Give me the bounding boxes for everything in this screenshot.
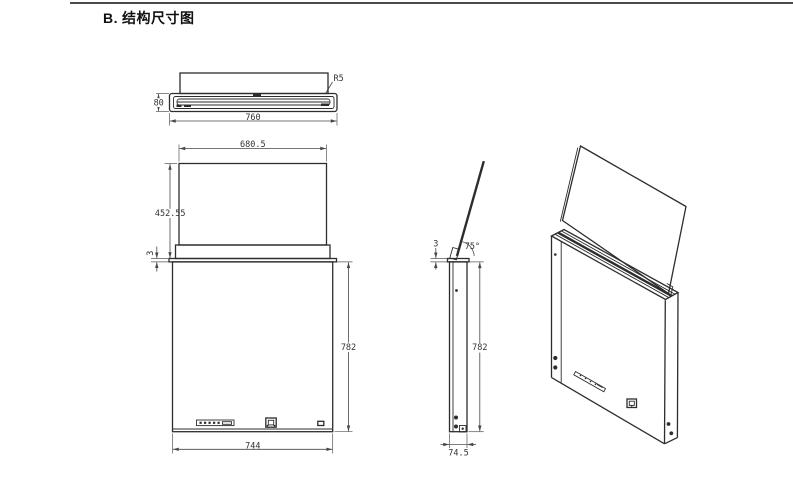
screw-dot (553, 365, 558, 370)
title-text: 结构尺寸图 (122, 10, 195, 26)
page-title: B.结构尺寸图 (103, 8, 195, 28)
hinge-bracket (449, 246, 460, 261)
iso-connector-strip (573, 370, 607, 393)
front-view-structure (168, 162, 338, 433)
screw-dot (454, 424, 458, 429)
dim-side-body-depth: 74.5 (448, 449, 468, 459)
screw-dot (553, 355, 558, 361)
dim-side-body-height: 782 (472, 343, 487, 353)
dim-side-tilt-angle: 75° (465, 242, 480, 252)
dim-front-screen-width: 680.5 (240, 140, 266, 150)
screen-side-profile (455, 160, 485, 257)
side-view-structure (446, 160, 485, 433)
isometric-view (550, 145, 687, 445)
dim-front-lid-thickness: 3 (146, 251, 156, 256)
iso-cabinet (550, 236, 679, 445)
front-view: 680.5 452.55 3 782 744 (146, 140, 362, 454)
dim-front-body-width: 744 (245, 441, 260, 451)
screw-dot (666, 422, 671, 426)
base-outline (168, 92, 338, 113)
io-connector-strip (196, 419, 235, 427)
side-cabinet-outline (448, 261, 468, 433)
iso-screen (559, 145, 687, 295)
switch-outline (317, 420, 325, 427)
tilt-angle-arc (462, 241, 475, 256)
side-view: 3 75° 782 74.5 (430, 160, 493, 459)
iso-hinge (666, 283, 674, 298)
back-panel-outline (179, 72, 329, 95)
side-view-dimension-lines (430, 241, 484, 448)
screen-outline (178, 162, 328, 246)
iso-power-socket (626, 398, 638, 409)
title-index: B. (103, 10, 118, 26)
dim-side-lid-thickness: 3 (433, 240, 438, 250)
power-socket (265, 417, 277, 428)
iso-top-rim (550, 228, 680, 301)
screen-bezel (174, 244, 331, 260)
top-view: 80 760 R5 (151, 72, 344, 126)
top-view-structure (168, 72, 338, 113)
dim-front-screen-height: 452.55 (155, 209, 186, 219)
dim-top-radius: R5 (334, 74, 344, 84)
front-view-dimension-lines (151, 144, 353, 454)
cabinet-outline (171, 261, 334, 433)
dim-top-height: 80 (154, 98, 164, 108)
dim-top-width: 760 (245, 113, 260, 123)
screw-dot (669, 431, 674, 436)
screw-dot (454, 415, 458, 420)
top-divider (70, 2, 793, 4)
side-socket (459, 425, 467, 433)
center-latch (253, 93, 261, 97)
dim-front-body-height: 782 (341, 343, 356, 353)
